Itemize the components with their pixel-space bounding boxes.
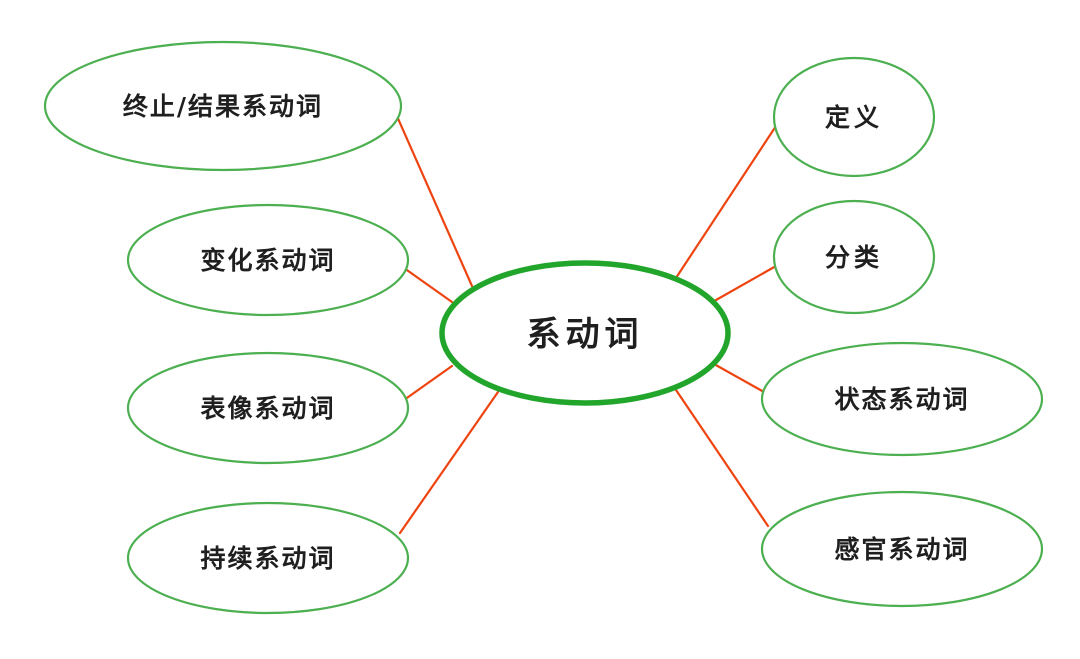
connector-branch-sensory (674, 388, 770, 528)
ellipse-branch-appearance (126, 351, 410, 465)
connector-lines-group (394, 112, 778, 535)
ellipse-branch-change (126, 203, 410, 317)
ellipse-branch-classification (772, 199, 936, 315)
node-branch-classification[interactable]: 分类 (772, 199, 936, 315)
connector-branch-definition (670, 124, 778, 286)
node-branch-definition[interactable]: 定义 (772, 56, 936, 178)
label-branch-appearance: 表像系动词 (200, 394, 335, 423)
label-branch-state: 状态系动词 (834, 385, 969, 414)
label-branch-continuous: 持续系动词 (200, 544, 335, 573)
connector-branch-change (402, 266, 454, 304)
connector-branch-termination-result (394, 112, 474, 288)
connector-branch-classification (707, 264, 778, 306)
node-branch-sensory[interactable]: 感官系动词 (760, 490, 1044, 608)
label-branch-change: 变化系动词 (200, 246, 335, 275)
node-branch-change[interactable]: 变化系动词 (126, 203, 410, 317)
ellipse-branch-termination-result (43, 40, 403, 172)
label-branch-classification: 分类 (825, 243, 883, 272)
label-branch-definition: 定义 (825, 103, 883, 132)
node-branch-appearance[interactable]: 表像系动词 (126, 351, 410, 465)
label-center-node: 系动词 (527, 315, 644, 355)
ellipse-branch-sensory (760, 490, 1044, 608)
connector-branch-appearance (402, 364, 454, 402)
ellipse-branch-state (760, 341, 1044, 457)
center-node-group: 系动词 (439, 260, 731, 406)
ellipse-branch-continuous (126, 501, 410, 615)
ellipse-branch-definition (772, 56, 936, 178)
label-branch-sensory: 感官系动词 (834, 535, 969, 564)
connector-branch-state (712, 362, 766, 394)
node-center[interactable]: 系动词 (439, 260, 731, 406)
node-branch-termination-result[interactable]: 终止/结果系动词 (43, 40, 403, 172)
connector-branch-continuous (398, 390, 500, 535)
ellipse-center-node (439, 260, 731, 406)
node-branch-state[interactable]: 状态系动词 (760, 341, 1044, 457)
label-branch-termination-result: 终止/结果系动词 (123, 92, 323, 121)
node-branch-continuous[interactable]: 持续系动词 (126, 501, 410, 615)
